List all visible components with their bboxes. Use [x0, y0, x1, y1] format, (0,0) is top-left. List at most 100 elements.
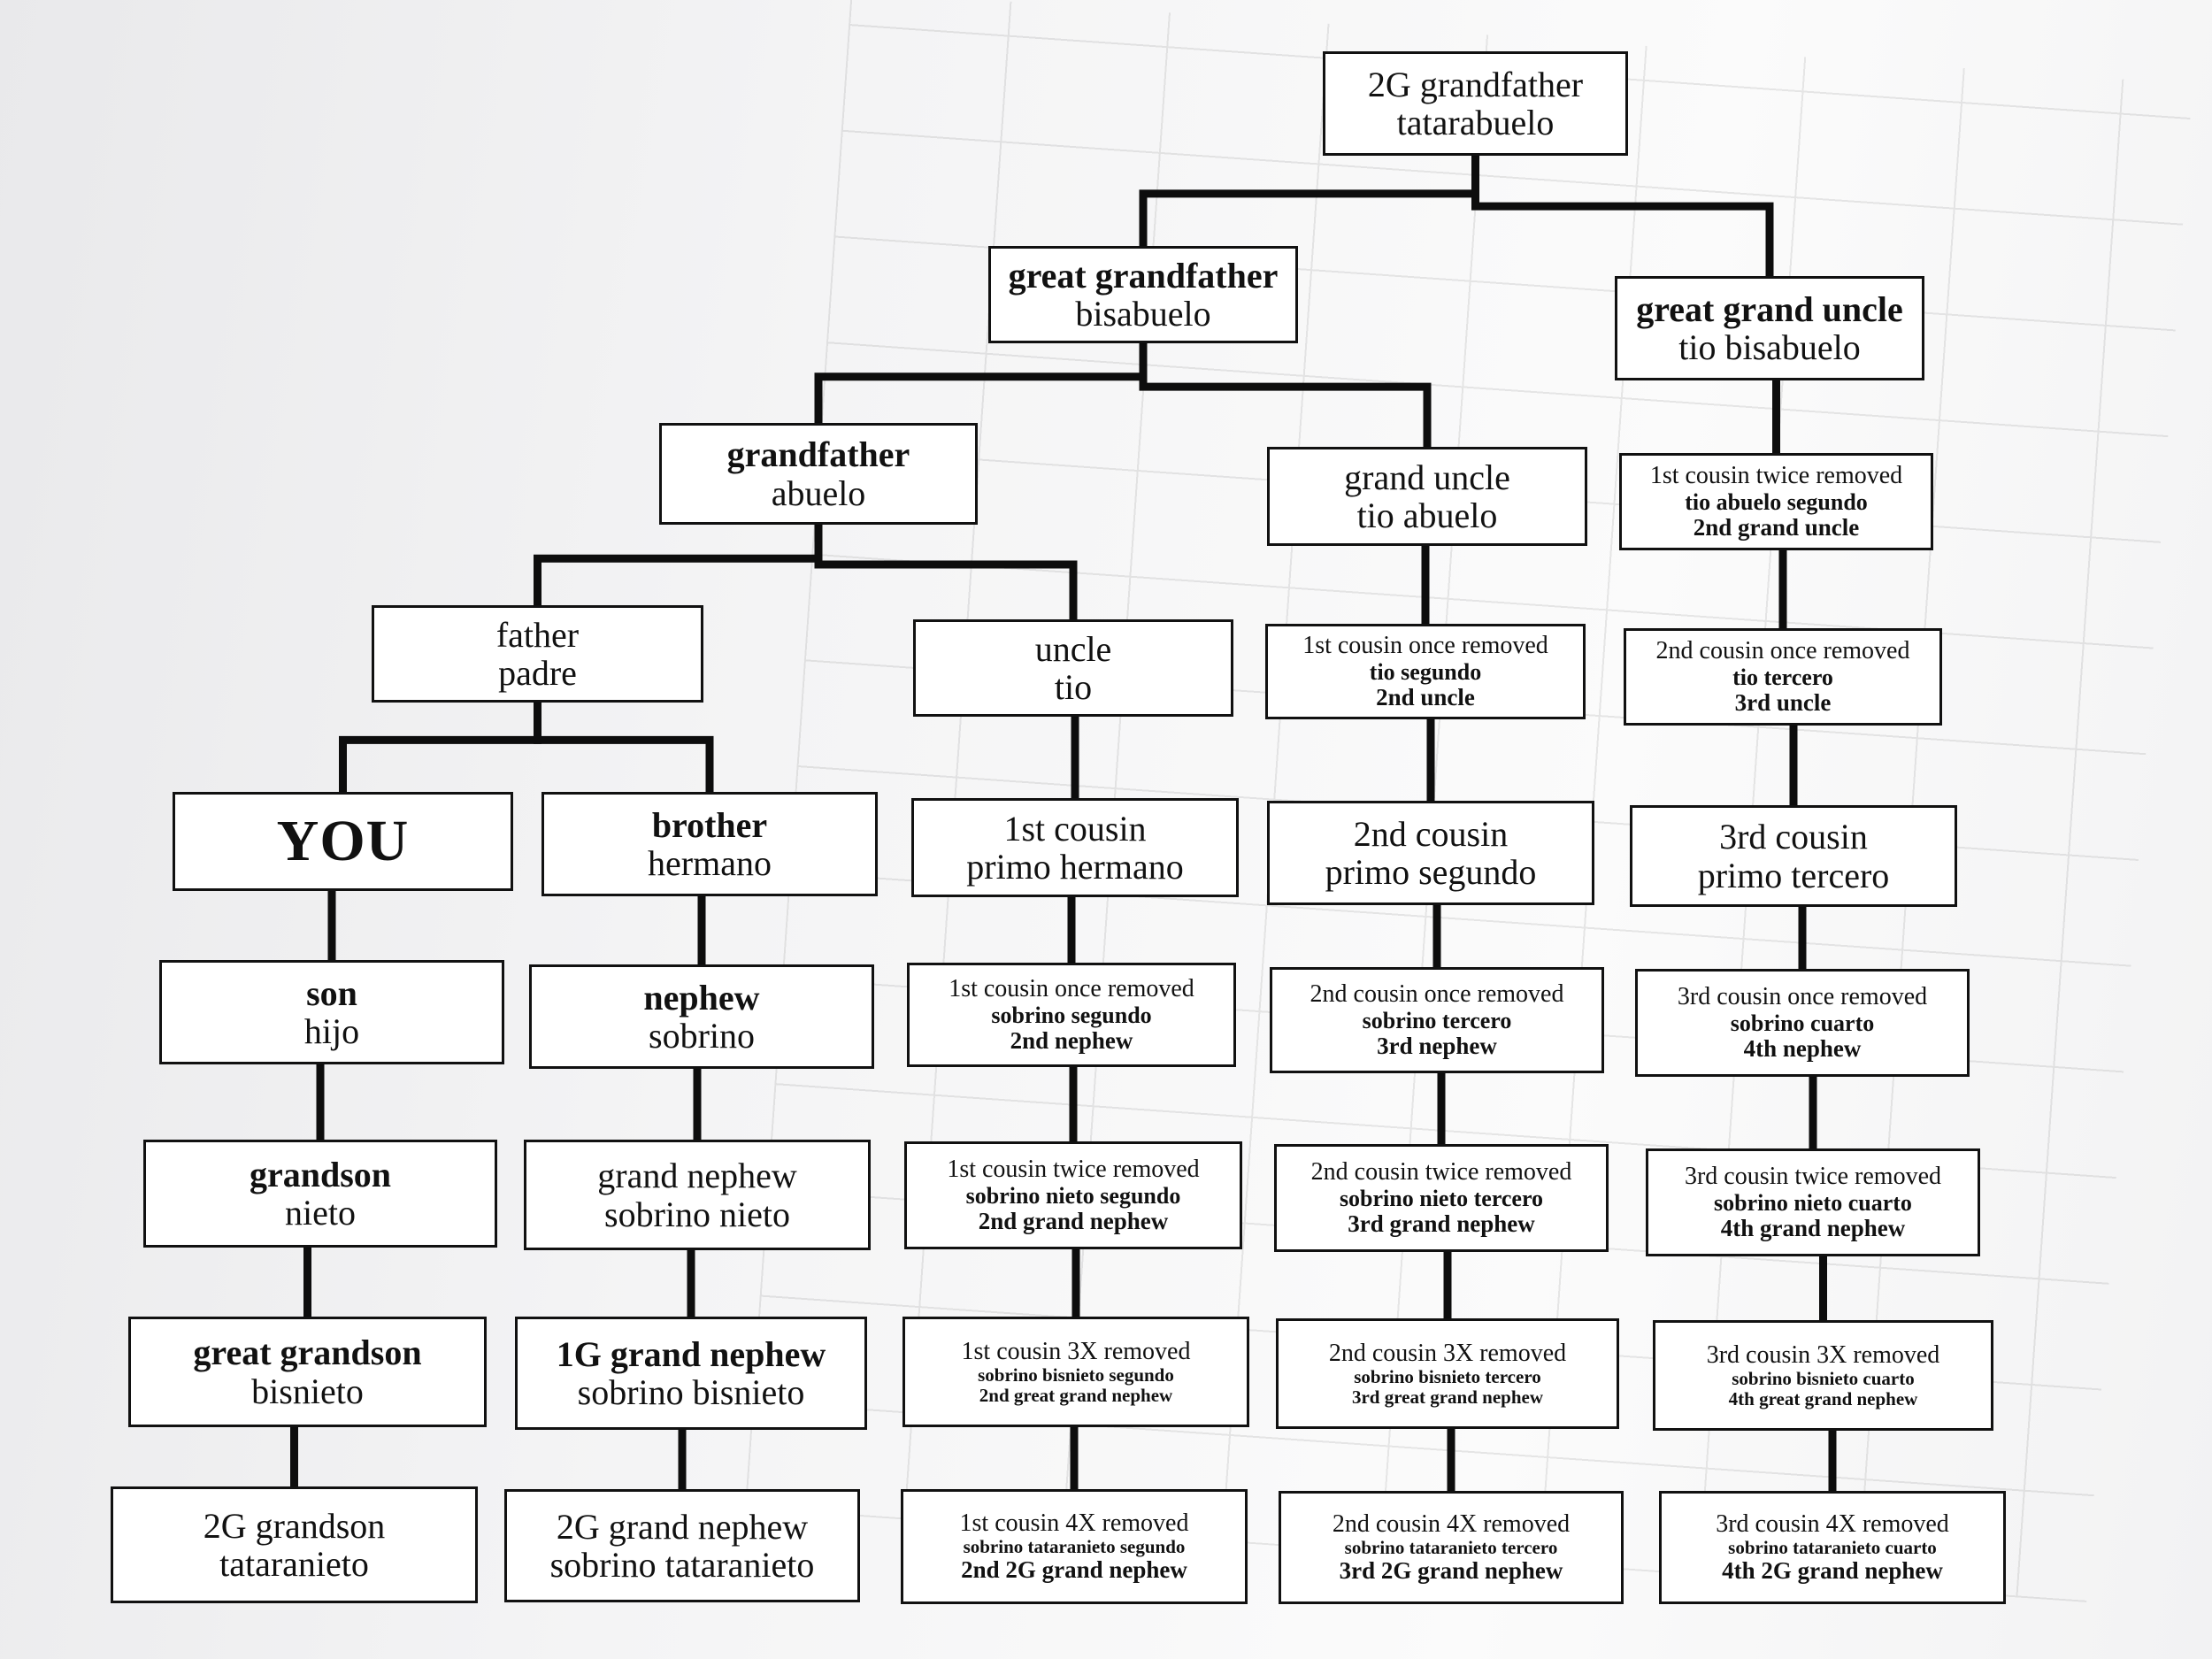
node-line: 2nd nephew [1010, 1026, 1133, 1054]
node-line: 3rd uncle [1734, 688, 1832, 716]
node-line: 2G grandfather [1367, 64, 1584, 104]
node-great-grandfather: great grandfather bisabuelo [988, 246, 1298, 343]
node-uncle: uncle tio [913, 619, 1233, 717]
node-line: nieto [285, 1193, 356, 1233]
node-line: sobrino tataranieto cuarto [1728, 1537, 1937, 1559]
node-line: 1st cousin [1003, 808, 1147, 849]
node-line: sobrino bisnieto tercero [1354, 1365, 1541, 1387]
node-line: 2nd cousin 4X removed [1332, 1509, 1571, 1538]
node-2nd-cousin-once-removed-up: 2nd cousin once removed tio tercero 3rd … [1624, 628, 1942, 726]
node-line: sobrino nieto [604, 1194, 790, 1234]
node-3rd-cousin-4x-removed: 3rd cousin 4X removed sobrino tataraniet… [1659, 1491, 2006, 1604]
node-brother: brother hermano [541, 792, 878, 896]
node-father: father padre [372, 605, 703, 703]
node-line: 2G grand nephew [556, 1506, 809, 1547]
node-line: 1st cousin 4X removed [959, 1509, 1189, 1537]
node-line: 1G grand nephew [556, 1333, 826, 1374]
node-line: tio [1054, 667, 1093, 707]
node-3rd-cousin-3x-removed: 3rd cousin 3X removed sobrino bisnieto c… [1653, 1320, 1993, 1431]
connector-line [1471, 156, 1774, 276]
node-line: grand nephew [597, 1156, 797, 1196]
node-line: primo tercero [1697, 855, 1890, 895]
node-line: primo segundo [1325, 852, 1537, 892]
node-line: 1st cousin twice removed [947, 1156, 1200, 1184]
node-great-great-grandfather: 2G grandfather tatarabuelo [1323, 51, 1628, 156]
node-line: 3rd cousin twice removed [1684, 1163, 1942, 1191]
node-line: 3rd cousin [1719, 817, 1868, 857]
node-2nd-cousin-3x-removed: 2nd cousin 3X removed sobrino bisnieto t… [1276, 1318, 1619, 1429]
node-line: 2nd cousin once removed [1655, 637, 1910, 665]
node-line: brother [651, 804, 768, 845]
node-line: bisabuelo [1075, 294, 1211, 334]
node-line: hermano [648, 843, 772, 883]
node-line: 3rd grand nephew [1348, 1210, 1535, 1237]
node-line: padre [498, 653, 577, 693]
node-line: 4th great grand nephew [1728, 1387, 1918, 1409]
node-line: 1st cousin once removed [949, 975, 1194, 1003]
node-line: great grandfather [1008, 255, 1279, 296]
node-line: sobrino bisnieto [577, 1372, 805, 1412]
connector-line [534, 703, 714, 792]
node-1st-cousin-4x-removed: 1st cousin 4X removed sobrino tataraniet… [901, 1489, 1248, 1604]
node-grand-uncle: grand uncle tio abuelo [1267, 447, 1587, 546]
node-2g-grand-nephew: 2G grand nephew sobrino tataranieto [504, 1489, 860, 1602]
node-line: tio bisabuelo [1678, 327, 1861, 367]
node-line: sobrino tataranieto [549, 1545, 815, 1585]
node-line: 2nd cousin once removed [1310, 980, 1564, 1009]
node-line: sobrino nieto segundo [965, 1182, 1181, 1209]
node-line: 1st cousin twice removed [1649, 462, 1903, 490]
node-line: 2nd cousin 3X removed [1328, 1339, 1567, 1367]
node-line: grand uncle [1344, 457, 1510, 497]
node-2nd-cousin-4x-removed: 2nd cousin 4X removed sobrino tataraniet… [1279, 1491, 1624, 1604]
node-line: tataranieto [219, 1544, 369, 1584]
node-line: 3rd nephew [1377, 1032, 1497, 1059]
node-1st-cousin-once-removed-up: 1st cousin once removed tio segundo 2nd … [1265, 624, 1586, 719]
node-grandfather: grandfather abuelo [659, 423, 978, 525]
node-line: sobrino tataranieto segundo [963, 1536, 1186, 1558]
node-line: sobrino segundo [991, 1002, 1152, 1028]
node-1g-grand-nephew: 1G grand nephew sobrino bisnieto [515, 1317, 867, 1430]
node-line: sobrino bisnieto segundo [978, 1363, 1174, 1386]
node-nephew: nephew sobrino [529, 964, 874, 1069]
node-line: 3rd cousin 3X removed [1706, 1340, 1940, 1369]
node-line: 2nd grand uncle [1693, 513, 1860, 541]
node-great-grandson: great grandson bisnieto [128, 1317, 487, 1427]
node-line: uncle [1034, 628, 1112, 669]
node-1st-cousin-twice-removed-down: 1st cousin twice removed sobrino nieto s… [904, 1141, 1242, 1249]
node-line: primo hermano [966, 847, 1184, 887]
node-line: tio abuelo [1356, 495, 1498, 535]
node-line: tatarabuelo [1396, 103, 1555, 142]
node-line: sobrino cuarto [1730, 1010, 1875, 1036]
connector-line [1139, 156, 1479, 246]
node-line: 2nd cousin twice removed [1310, 1158, 1572, 1187]
node-line: grandson [249, 1154, 392, 1194]
node-line: sobrino tercero [1362, 1007, 1512, 1033]
node-line: sobrino tataranieto tercero [1344, 1537, 1558, 1559]
node-line: hijo [303, 1011, 360, 1051]
node-line: 3rd cousin once removed [1677, 983, 1928, 1011]
node-line: YOU [276, 809, 410, 874]
node-2nd-cousin: 2nd cousin primo segundo [1267, 801, 1594, 905]
node-1st-cousin-twice-removed-up: 1st cousin twice removed tio abuelo segu… [1619, 453, 1933, 550]
node-3rd-cousin-twice-removed-down: 3rd cousin twice removed sobrino nieto c… [1646, 1148, 1980, 1256]
node-line: grandfather [726, 434, 910, 475]
node-line: sobrino nieto cuarto [1714, 1189, 1912, 1216]
node-line: 3rd 2G grand nephew [1339, 1556, 1563, 1584]
node-line: bisnieto [251, 1371, 364, 1411]
node-line: 1st cousin once removed [1302, 632, 1548, 660]
node-line: 2nd grand nephew [978, 1207, 1169, 1234]
node-line: 2nd 2G grand nephew [961, 1555, 1187, 1583]
node-2g-grandson: 2G grandson tataranieto [111, 1486, 478, 1603]
node-2nd-cousin-twice-removed-down: 2nd cousin twice removed sobrino nieto t… [1274, 1144, 1609, 1252]
node-line: great grandson [193, 1333, 422, 1373]
node-line: sobrino nieto tercero [1339, 1185, 1544, 1211]
node-1st-cousin: 1st cousin primo hermano [911, 798, 1239, 897]
node-line: son [306, 972, 357, 1013]
node-line: 2nd cousin [1353, 813, 1509, 854]
node-1st-cousin-3x-removed: 1st cousin 3X removed sobrino bisnieto s… [902, 1317, 1249, 1427]
connector-line [1139, 343, 1432, 447]
node-line: 4th grand nephew [1720, 1214, 1906, 1241]
node-line: great grand uncle [1636, 288, 1903, 329]
